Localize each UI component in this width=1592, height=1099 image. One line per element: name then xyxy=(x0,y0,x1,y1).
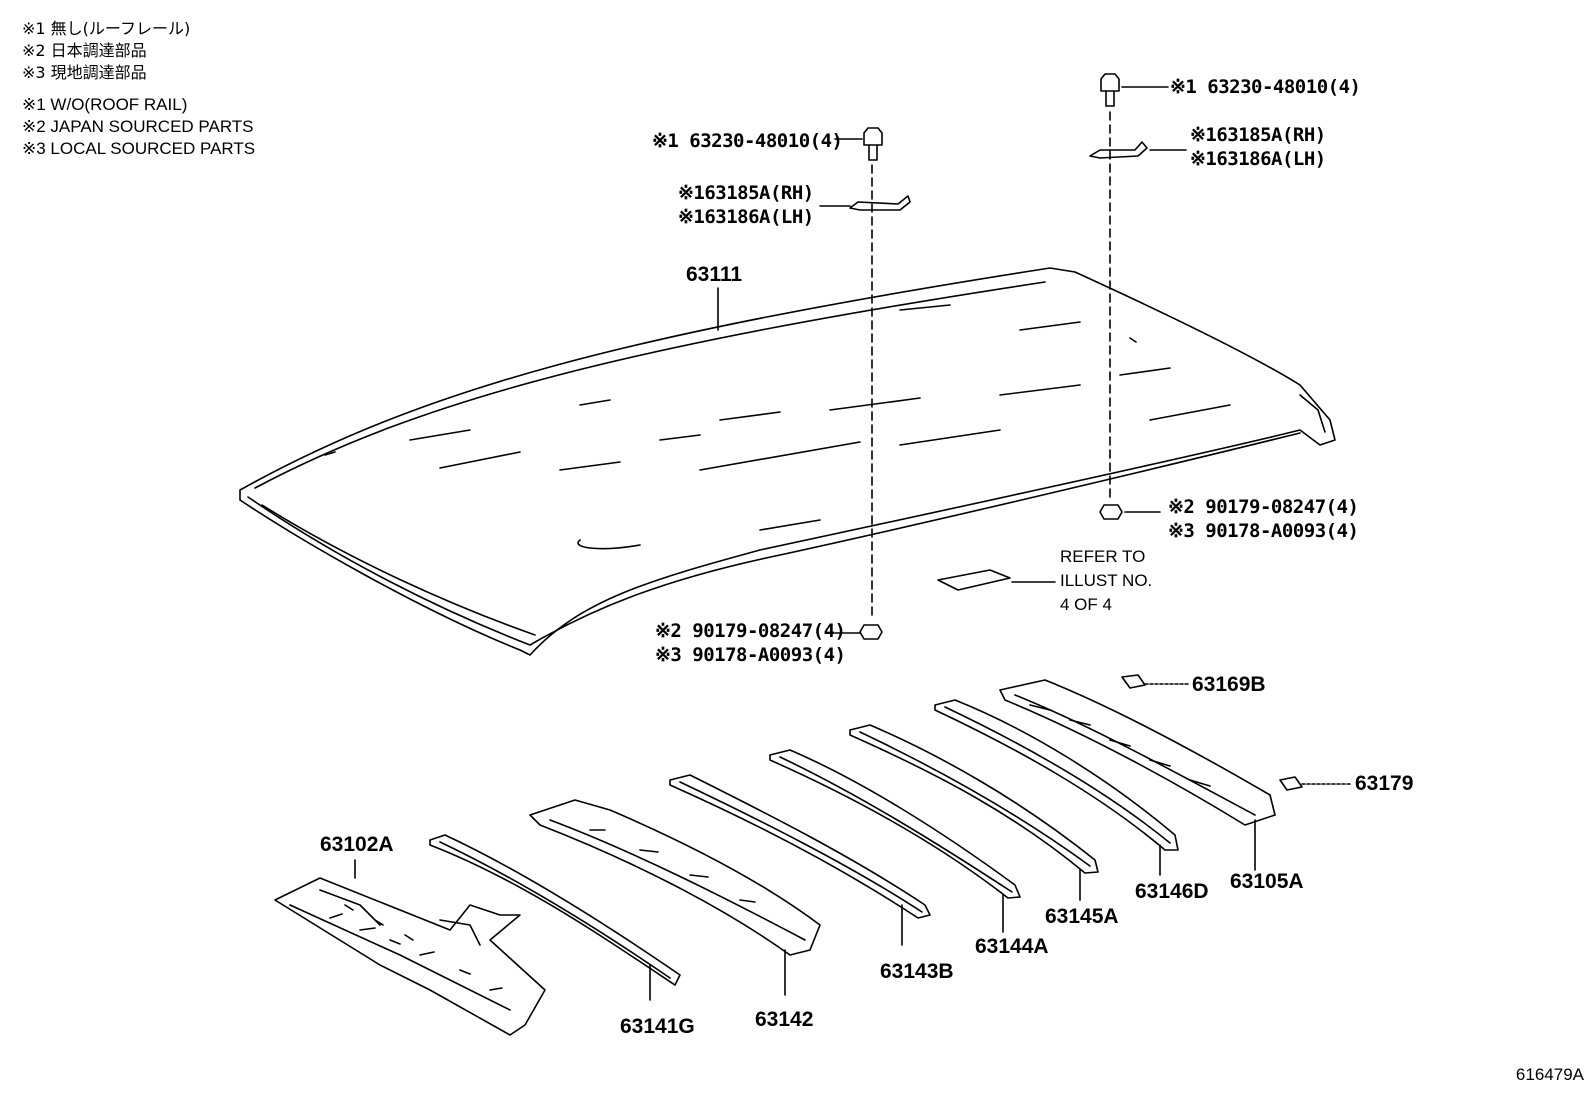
legend-japanese: ※1 無し(ルーフレール) ※2 日本調達部品 ※3 現地調達部品 xyxy=(22,18,190,84)
pad-63179 xyxy=(1279,776,1351,791)
roof-bow-63142 xyxy=(529,799,821,996)
part-bow-63142: 63142 xyxy=(755,1008,814,1031)
callout-nut-right-1: ※2 90179-08247(4) xyxy=(1168,496,1359,518)
callout-nut-right-2: ※3 90178-A0093(4) xyxy=(1168,520,1359,542)
roof-bow-63143b xyxy=(669,774,931,946)
legend-jp-item: ※1 無し(ルーフレール) xyxy=(22,19,191,38)
front-header-panel xyxy=(274,859,546,1036)
legend-jp-item: ※2 日本調達部品 xyxy=(22,41,147,60)
roof-bow-63144a xyxy=(769,749,1021,933)
roof-bow-63145a xyxy=(849,724,1099,901)
callout-bracket-right-lh: ※163186A(LH) xyxy=(1190,148,1326,170)
refer-line: 4 OF 4 xyxy=(1060,595,1112,614)
refer-note: REFER TO ILLUST NO. 4 OF 4 xyxy=(1060,545,1152,617)
part-pad-63169b: 63169B xyxy=(1192,673,1266,696)
roof-bow-63141g xyxy=(429,834,681,1001)
part-bow-63145a: 63145A xyxy=(1045,905,1119,928)
pad-63169b xyxy=(1121,674,1189,689)
part-rear-header: 63105A xyxy=(1230,870,1304,893)
part-front-header: 63102A xyxy=(320,833,394,856)
part-bow-63146d: 63146D xyxy=(1135,880,1209,903)
callout-bolt-left: ※1 63230-48010(4) xyxy=(652,130,843,152)
refer-line: REFER TO xyxy=(1060,547,1146,566)
legend-en-item: ※1 W/O(ROOF RAIL) xyxy=(22,95,188,114)
left-fastener-stack xyxy=(819,127,911,640)
refer-pad xyxy=(937,569,1056,591)
rear-header-panel xyxy=(999,679,1276,871)
callout-nut-left-1: ※2 90179-08247(4) xyxy=(655,620,846,642)
part-roof-panel: 63111 xyxy=(686,263,743,286)
legend-en-item: ※2 JAPAN SOURCED PARTS xyxy=(22,117,254,136)
callout-bracket-left-lh: ※163186A(LH) xyxy=(678,206,814,228)
roof-bow-63146d xyxy=(934,699,1179,876)
callout-bracket-right-rh: ※163185A(RH) xyxy=(1190,124,1326,146)
part-bow-63144a: 63144A xyxy=(975,935,1049,958)
illustration-number: 616479A xyxy=(1515,1065,1584,1084)
callout-bolt-right: ※1 63230-48010(4) xyxy=(1170,76,1361,98)
legend-english: ※1 W/O(ROOF RAIL) ※2 JAPAN SOURCED PARTS… xyxy=(22,94,255,160)
part-bow-63141g: 63141G xyxy=(620,1015,695,1038)
callout-nut-left-2: ※3 90178-A0093(4) xyxy=(655,644,846,666)
part-bow-63143b: 63143B xyxy=(880,960,954,983)
part-pad-63179: 63179 xyxy=(1355,772,1414,795)
refer-line: ILLUST NO. xyxy=(1060,571,1153,590)
legend-jp-item: ※3 現地調達部品 xyxy=(22,63,147,82)
roof-panel xyxy=(239,267,1336,656)
right-fastener-stack xyxy=(1089,73,1187,520)
legend-en-item: ※3 LOCAL SOURCED PARTS xyxy=(22,139,256,158)
callout-bracket-left-rh: ※163185A(RH) xyxy=(678,182,814,204)
